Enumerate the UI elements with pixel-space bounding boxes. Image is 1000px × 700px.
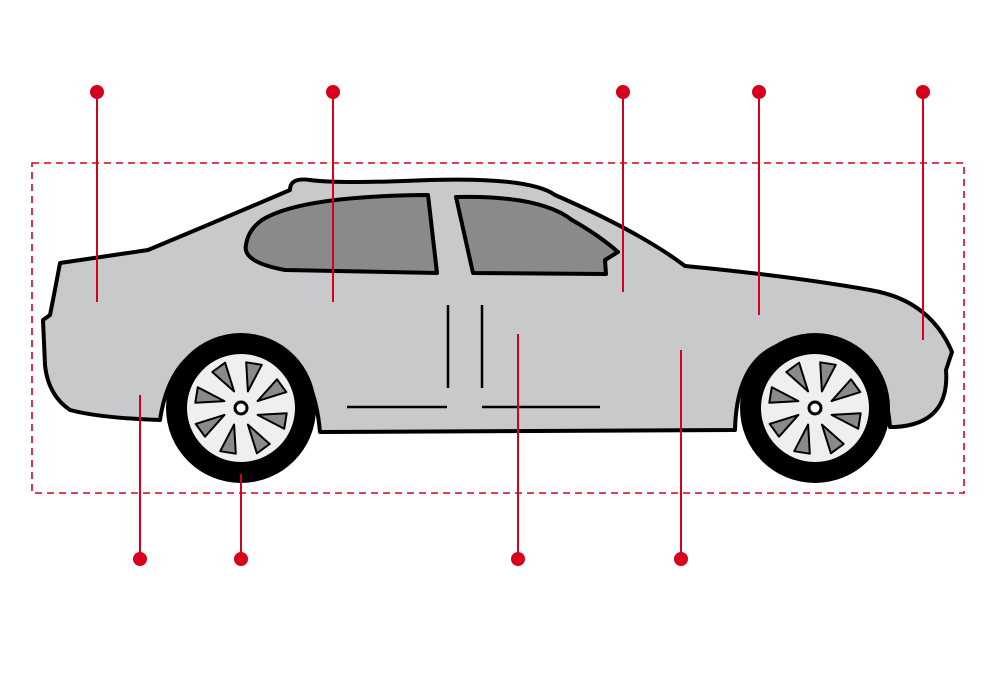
rim-spoke-opening (830, 412, 862, 430)
rim-spoke-opening (219, 423, 237, 455)
callout-front-fender[interactable] (674, 350, 688, 566)
rear-window-glass (243, 193, 439, 275)
rim-spoke-opening (830, 378, 862, 403)
callout-rear-quarter-panel[interactable] (133, 395, 147, 566)
rim-spoke-opening (256, 378, 288, 403)
callouts-bottom (133, 334, 688, 566)
callout-rear-bumper[interactable] (90, 85, 104, 302)
callout-door-sill[interactable] (511, 334, 525, 566)
rim-spoke-opening (194, 413, 226, 438)
door-seams (347, 305, 600, 409)
rim-spoke-opening (768, 413, 800, 438)
rim-spoke-opening (820, 423, 845, 455)
callout-front-bumper[interactable] (916, 85, 930, 340)
rim-spoke-opening (819, 361, 837, 393)
rim-spoke-opening (194, 386, 226, 404)
rim-spoke-opening (785, 361, 810, 393)
rim-spoke-opening (793, 423, 811, 455)
callouts-top (90, 85, 930, 340)
callout-hood[interactable] (752, 85, 766, 315)
rim-spoke-opening (246, 423, 271, 455)
rim-spoke-opening (256, 412, 288, 430)
callout-front-door-window[interactable] (616, 85, 630, 292)
rim-spoke-opening (768, 386, 800, 404)
rear-wheel (166, 333, 316, 483)
callout-rear-window[interactable] (326, 85, 340, 302)
front-wheel (740, 333, 890, 483)
dashed-frame (31, 162, 965, 494)
rim-spoke-opening (211, 361, 236, 393)
front-door-window-glass (454, 194, 620, 276)
callout-rear-wheel[interactable] (234, 474, 248, 566)
rim-spoke-opening (245, 361, 263, 393)
